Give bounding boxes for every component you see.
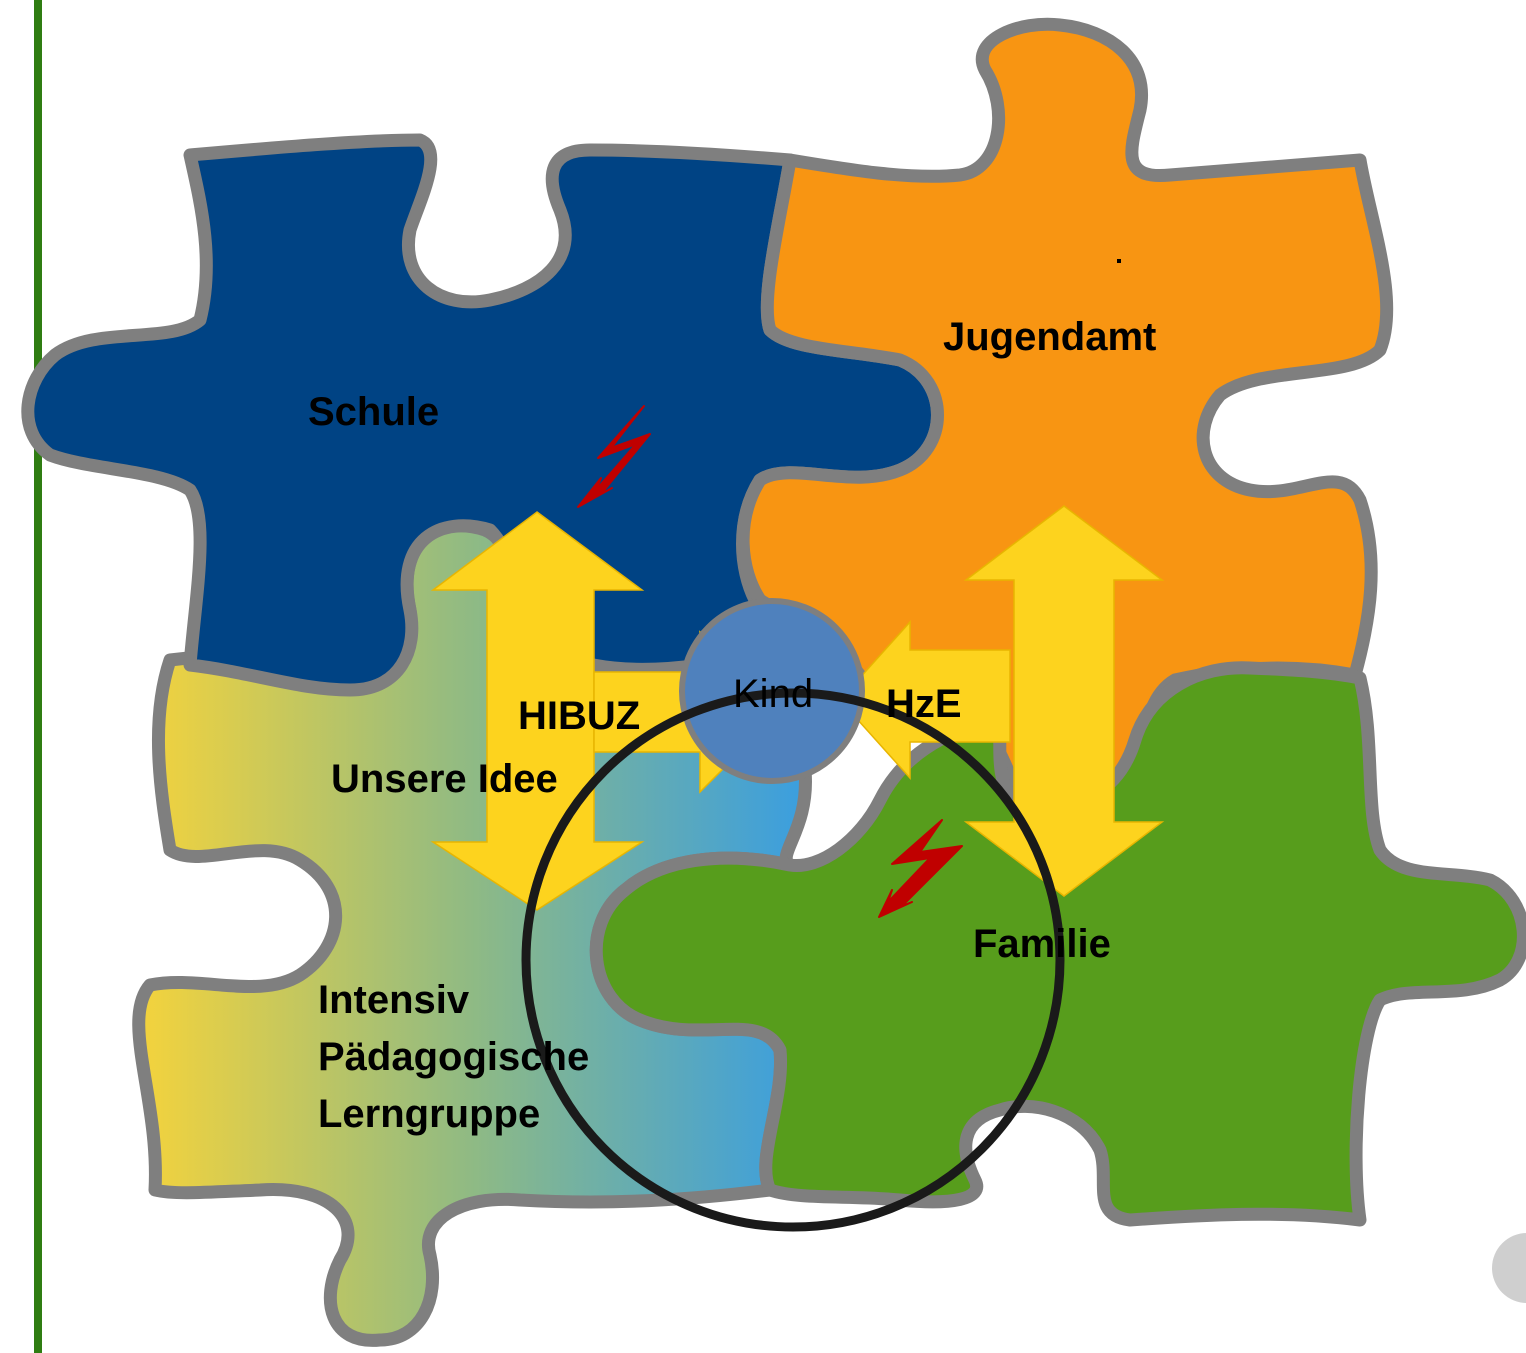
jugendamt-marker (1117, 259, 1121, 263)
lightning-icon (878, 819, 963, 918)
label-lerngruppe-line2: Pädagogische (318, 1035, 590, 1079)
label-hze: HzE (886, 682, 962, 726)
label-familie: Familie (973, 922, 1111, 966)
label-hibuz: HIBUZ (518, 694, 641, 738)
label-schule: Schule (308, 390, 440, 434)
horizontal-arrow-hze (838, 620, 1011, 780)
label-unsere-idee: Unsere Idee (331, 757, 558, 801)
label-lerngruppe-line1: Intensiv (318, 978, 470, 1022)
focus-ring (521, 688, 1065, 1232)
label-lerngruppe-line3: Lerngruppe (318, 1092, 541, 1136)
label-kind: Kind (733, 672, 814, 716)
lightning-icon (577, 405, 651, 508)
double-arrow-hibuz (430, 511, 645, 911)
label-jugendamt: Jugendamt (943, 315, 1157, 359)
double-arrow-hze (963, 505, 1165, 897)
left-border-rule (34, 0, 42, 1353)
puzzle-piece-jugendamt (736, 17, 1394, 817)
